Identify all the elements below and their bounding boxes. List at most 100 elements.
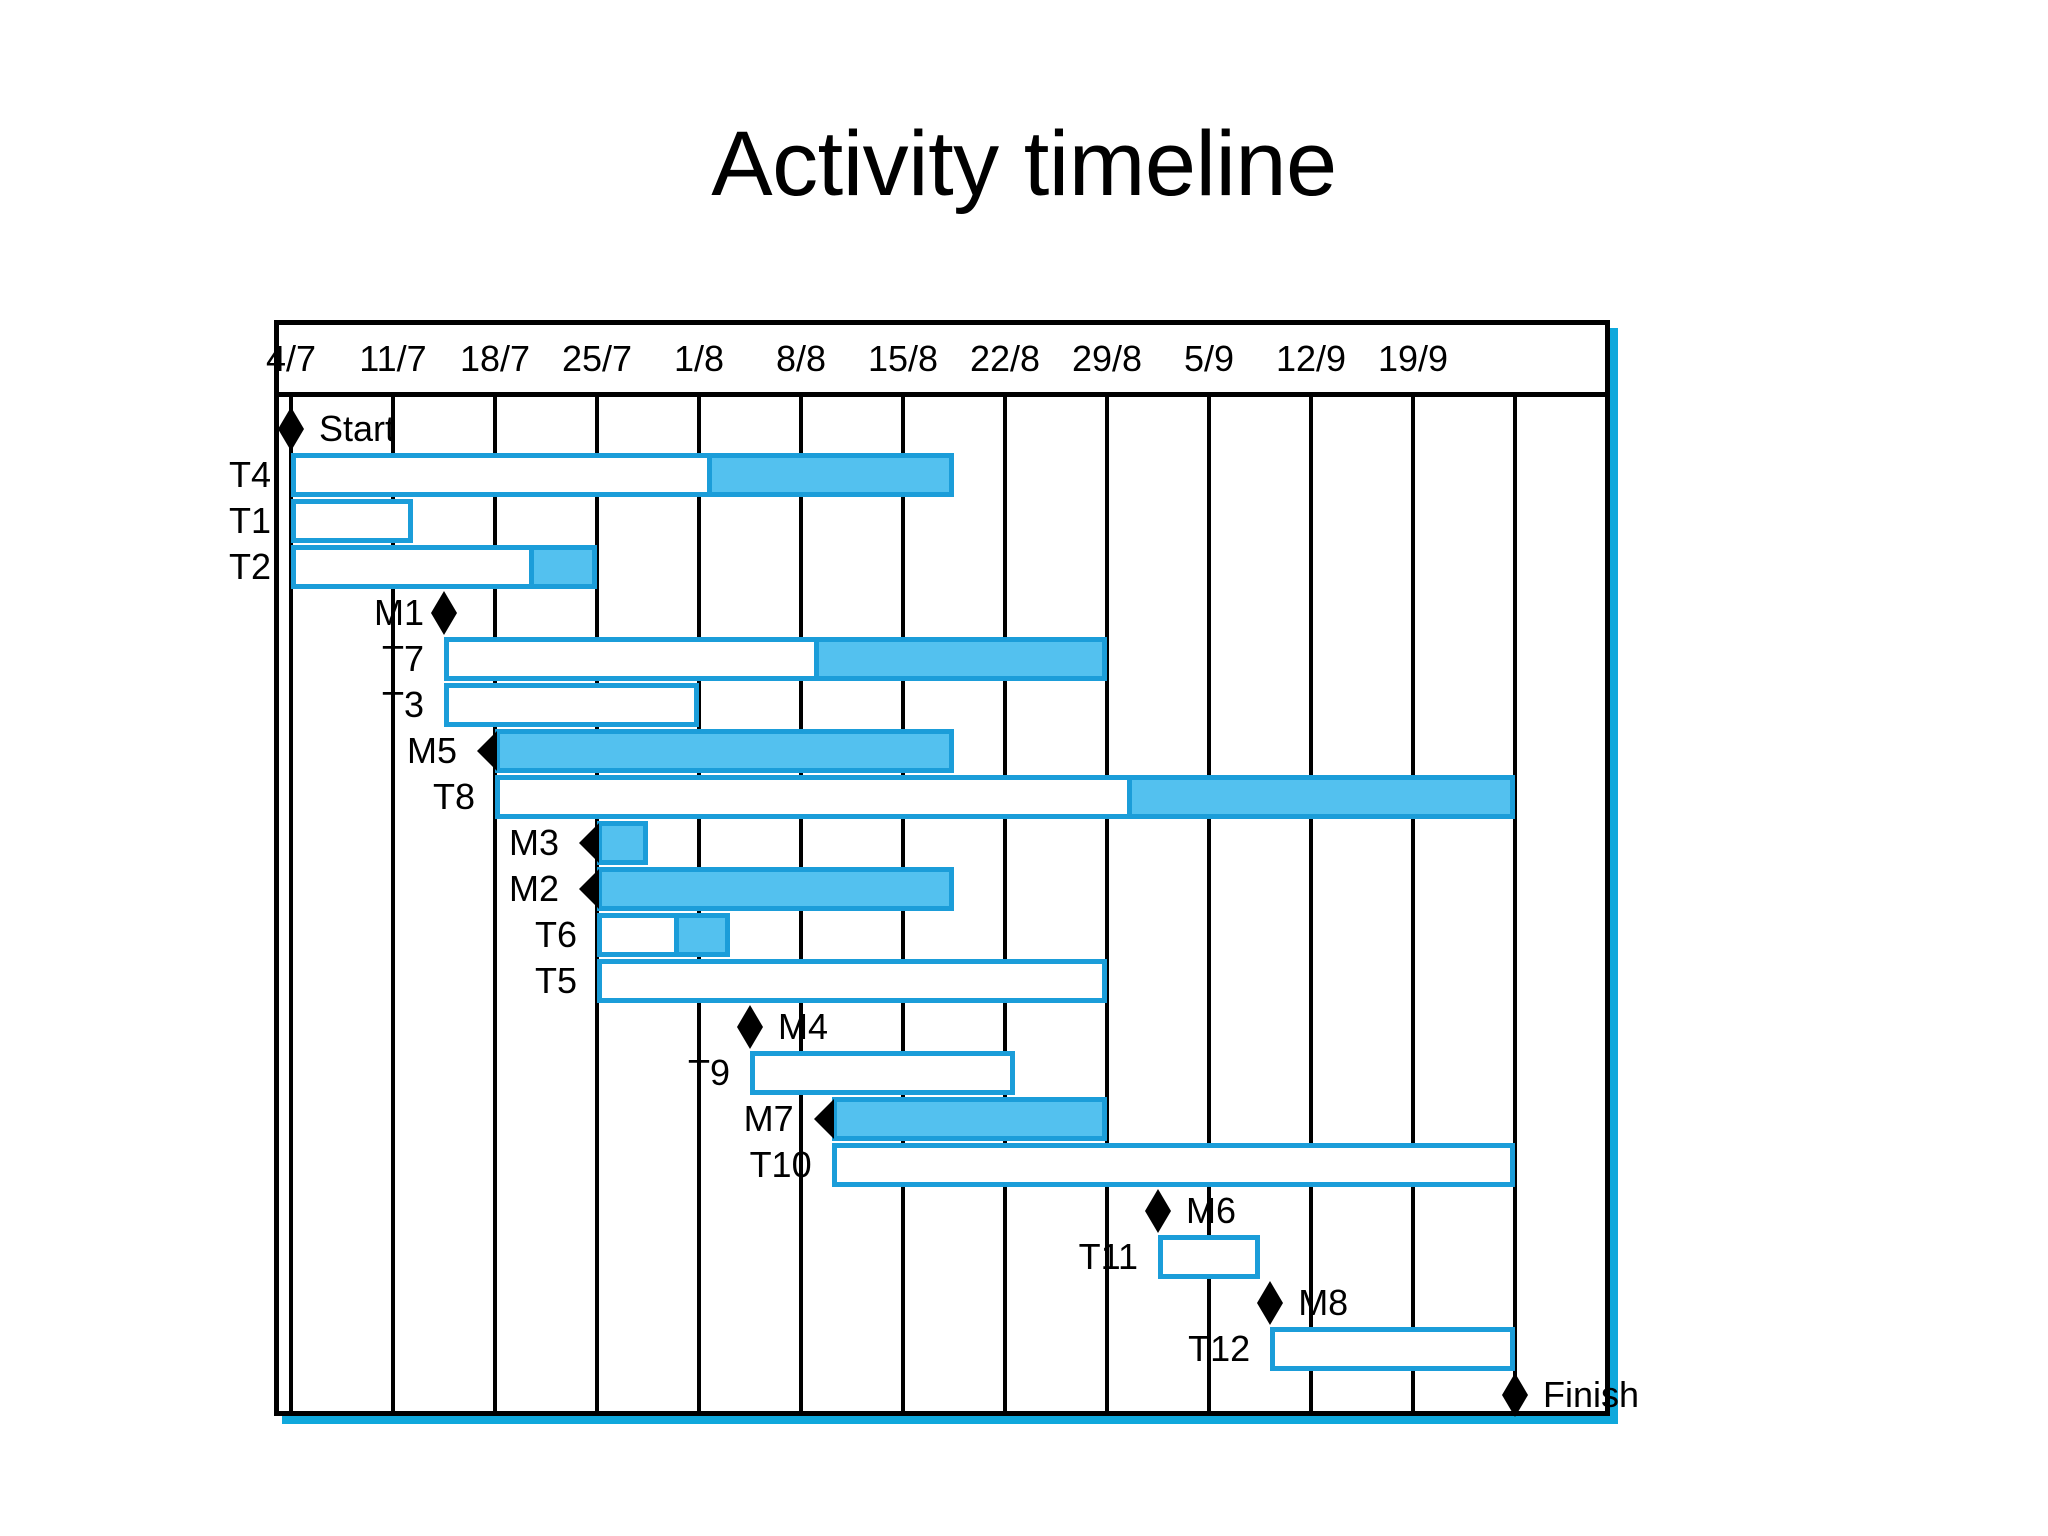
row-label: T4 — [228, 454, 271, 495]
task-bar-progress-fill — [528, 550, 592, 584]
milestone-diamond-icon — [1502, 1373, 1528, 1417]
diamond-upper-half — [1502, 1373, 1528, 1395]
diamond-upper-half — [1145, 1189, 1171, 1211]
gantt-row: M5 — [279, 725, 1605, 777]
milestone-diamond-icon — [1257, 1281, 1284, 1325]
date-axis-label: 25/7 — [561, 338, 633, 379]
gantt-row: T8 — [279, 771, 1605, 823]
row-label: Finish — [1543, 1374, 1640, 1415]
diamond-upper-half — [737, 1005, 763, 1027]
diamond-upper-half — [278, 407, 304, 429]
task-bar[interactable] — [291, 499, 414, 543]
date-axis-label: 8/8 — [775, 338, 827, 379]
row-label: M4 — [778, 1006, 829, 1047]
task-bar[interactable] — [597, 913, 730, 957]
task-bar[interactable] — [495, 729, 954, 773]
row-label: T11 — [1078, 1236, 1138, 1277]
gantt-row: M1 — [279, 587, 1605, 639]
row-label: T1 — [228, 500, 271, 541]
diamond-lower-half — [737, 1027, 763, 1049]
row-label: T10 — [749, 1144, 812, 1185]
milestone-diamond-icon — [431, 591, 457, 635]
gantt-row: M2 — [279, 863, 1605, 915]
row-label: T5 — [534, 960, 577, 1001]
date-axis-label: 22/8 — [969, 338, 1041, 379]
diamond-lower-half — [1257, 1303, 1284, 1325]
task-bar[interactable] — [444, 683, 699, 727]
gantt-row: T2 — [229, 541, 1605, 593]
milestone-marker-icon — [477, 731, 497, 771]
task-bar[interactable] — [597, 959, 1107, 1003]
milestone-diamond-icon — [278, 407, 304, 451]
task-bar[interactable] — [291, 453, 954, 497]
gantt-row: Finish — [279, 1369, 1639, 1421]
gridline — [289, 397, 293, 1411]
row-label: M8 — [1298, 1282, 1349, 1323]
gantt-row: M3 — [279, 817, 1605, 869]
task-bar[interactable] — [444, 637, 1107, 681]
row-label: T7 — [381, 638, 424, 679]
gantt-row: T11 — [279, 1231, 1605, 1283]
gantt-row: T7 — [279, 633, 1605, 685]
gantt-row: T1 — [229, 495, 1605, 547]
task-bar[interactable] — [1270, 1327, 1515, 1371]
gridline — [1105, 397, 1109, 1411]
task-bar[interactable] — [291, 545, 597, 589]
date-axis-label: 29/8 — [1071, 338, 1143, 379]
date-axis-label: 15/8 — [867, 338, 939, 379]
row-label: M5 — [406, 730, 457, 771]
gantt-row: T9 — [279, 1047, 1605, 1099]
row-label: M6 — [1186, 1190, 1237, 1231]
gridline — [493, 397, 497, 1411]
date-axis-label: 12/9 — [1275, 338, 1347, 379]
task-bar-progress-fill — [813, 642, 1102, 676]
gantt-row: M7 — [279, 1093, 1605, 1145]
date-axis-label: 11/7 — [359, 338, 427, 379]
row-label: T6 — [534, 914, 577, 955]
gantt-row: T12 — [279, 1323, 1605, 1375]
gantt-row: Start — [278, 403, 1605, 455]
date-axis-label: 4/7 — [265, 338, 317, 379]
milestone-marker-icon — [579, 823, 599, 863]
gridline — [1411, 397, 1415, 1411]
task-bar-progress-fill — [707, 458, 949, 492]
gantt-row: T10 — [279, 1139, 1605, 1191]
row-label: M3 — [508, 822, 559, 863]
gridline — [1513, 397, 1517, 1411]
row-label: M2 — [508, 868, 559, 909]
row-label: M1 — [373, 592, 424, 633]
row-label: M7 — [743, 1098, 794, 1139]
gridline — [1309, 397, 1313, 1411]
row-label: Start — [319, 408, 396, 449]
row-label: T3 — [381, 684, 424, 725]
diamond-lower-half — [1502, 1395, 1528, 1417]
task-bar[interactable] — [597, 821, 648, 865]
task-bar[interactable] — [750, 1051, 1016, 1095]
gantt-row: M6 — [279, 1185, 1605, 1237]
milestone-marker-icon — [813, 1099, 834, 1139]
diamond-upper-half — [1257, 1281, 1284, 1303]
row-label: T12 — [1188, 1328, 1251, 1369]
task-bar[interactable] — [831, 1097, 1107, 1141]
milestone-diamond-icon — [1145, 1189, 1171, 1233]
task-bar[interactable] — [597, 867, 954, 911]
gridline — [1207, 397, 1211, 1411]
diamond-lower-half — [431, 613, 457, 635]
task-bar[interactable] — [495, 775, 1515, 819]
task-bar[interactable] — [1158, 1235, 1260, 1279]
gantt-row: T4 — [229, 449, 1605, 501]
task-bar-progress-fill — [1127, 780, 1510, 814]
milestone-marker-icon — [579, 869, 599, 909]
page-title: Activity timeline — [711, 113, 1337, 215]
gantt-row: M4 — [279, 1001, 1605, 1053]
diamond-lower-half — [278, 429, 304, 451]
gridline — [391, 397, 395, 1411]
gantt-row: M8 — [279, 1277, 1605, 1329]
gridline — [1003, 397, 1007, 1411]
row-label: T8 — [432, 776, 475, 817]
task-bar-progress-fill — [673, 918, 725, 952]
task-bar[interactable] — [831, 1143, 1515, 1187]
